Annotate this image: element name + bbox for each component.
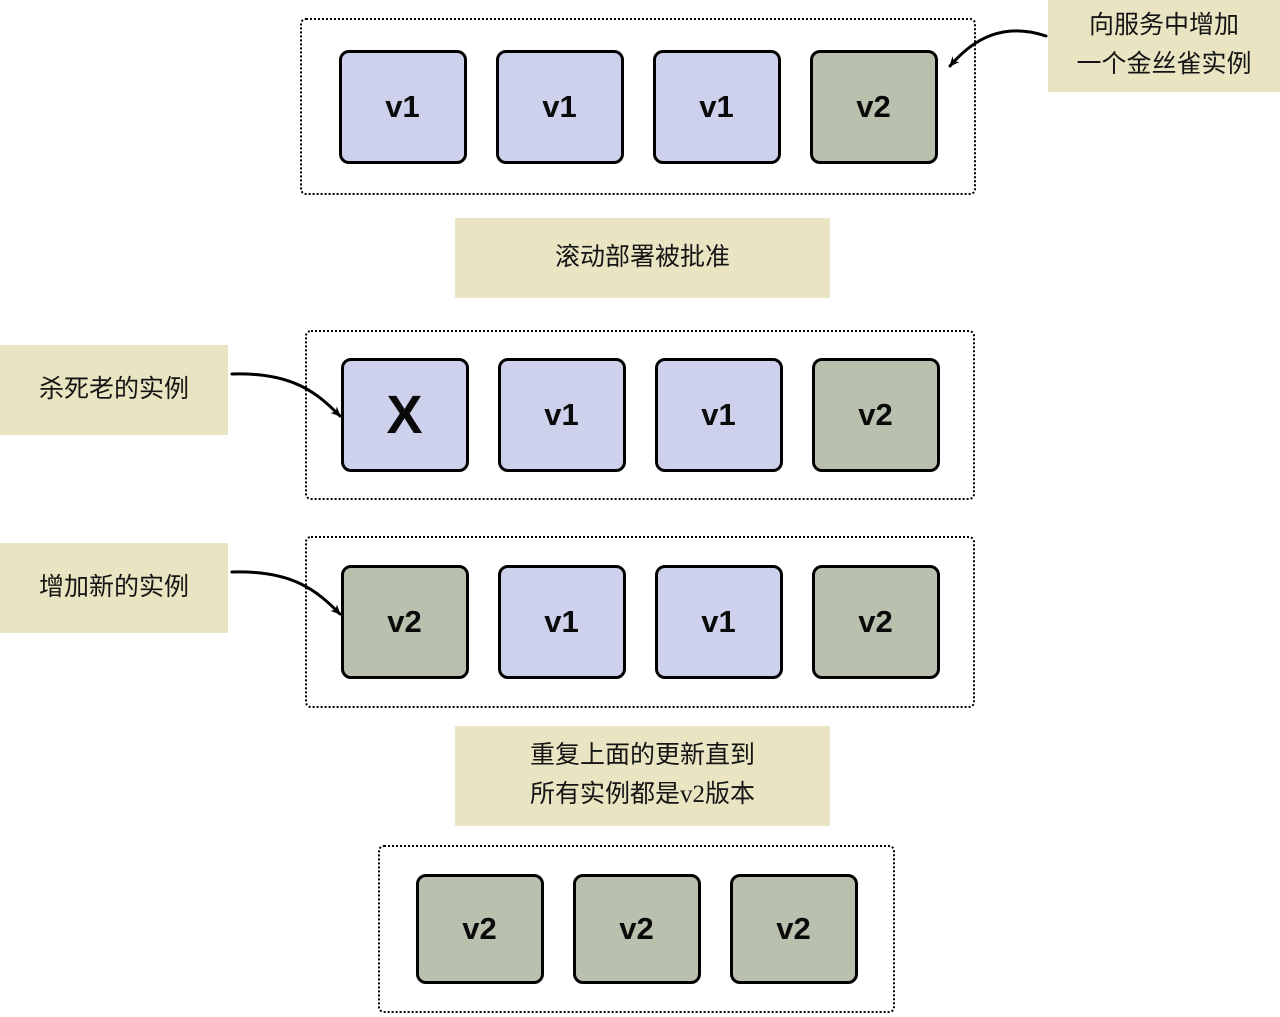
annotation-line: 一个金丝雀实例 bbox=[1076, 51, 1252, 78]
instance-box: v2 bbox=[811, 358, 940, 472]
instance-box: v2 bbox=[811, 565, 940, 679]
instance-box: v2 bbox=[572, 874, 701, 984]
annotation-line: 滚动部署被批准 bbox=[554, 243, 730, 271]
instance-label: v1 bbox=[701, 604, 736, 639]
instance-box: v2 bbox=[729, 874, 858, 984]
service-cluster-step3: v2 v1 v1 v2 bbox=[305, 536, 975, 708]
instance-label: v1 bbox=[385, 88, 420, 124]
instance-label: v1 bbox=[699, 88, 734, 124]
instance-box-killed: X bbox=[340, 358, 469, 472]
instance-box: v2 bbox=[415, 874, 544, 984]
instance-box: v1 bbox=[497, 565, 626, 679]
annotation-kill-old: 杀死老的实例 bbox=[0, 345, 228, 435]
annotation-line: 增加新的实例 bbox=[38, 573, 189, 601]
instance-box: v1 bbox=[495, 49, 624, 164]
instance-label: v1 bbox=[542, 88, 577, 124]
instance-label: v1 bbox=[701, 397, 736, 432]
annotation-add-new: 增加新的实例 bbox=[0, 543, 228, 633]
instance-box: v1 bbox=[654, 565, 783, 679]
annotation-add-canary: 向服务中增加 一个金丝雀实例 bbox=[1048, 0, 1280, 92]
annotation-rolling-approved: 滚动部署被批准 bbox=[455, 218, 830, 298]
instance-label: v2 bbox=[462, 911, 497, 946]
instance-box: v1 bbox=[652, 49, 781, 164]
annotation-line: 所有实例都是v2版本 bbox=[529, 781, 755, 808]
instance-box: v1 bbox=[497, 358, 626, 472]
service-cluster-step1: v1 v1 v1 v2 bbox=[300, 18, 976, 195]
instance-label: v1 bbox=[544, 397, 579, 432]
service-cluster-step2: X v1 v1 v2 bbox=[305, 330, 975, 500]
instance-box-new: v2 bbox=[340, 565, 469, 679]
instance-label: X bbox=[386, 385, 423, 445]
instance-label: v2 bbox=[776, 911, 811, 946]
annotation-line: 杀死老的实例 bbox=[38, 375, 189, 403]
instance-box-canary: v2 bbox=[809, 49, 938, 164]
instance-label: v2 bbox=[619, 911, 654, 946]
annotation-repeat-until-v2: 重复上面的更新直到 所有实例都是v2版本 bbox=[455, 726, 830, 826]
instance-label: v2 bbox=[858, 397, 893, 432]
instance-label: v2 bbox=[856, 88, 891, 124]
instance-box: v1 bbox=[338, 49, 467, 164]
annotation-line: 重复上面的更新直到 bbox=[529, 742, 755, 770]
service-cluster-final: v2 v2 v2 bbox=[378, 845, 895, 1013]
annotation-line: 向服务中增加 bbox=[1088, 12, 1239, 40]
instance-label: v2 bbox=[858, 604, 893, 639]
instance-box: v1 bbox=[654, 358, 783, 472]
instance-label: v1 bbox=[544, 604, 579, 639]
instance-label: v2 bbox=[387, 604, 422, 639]
